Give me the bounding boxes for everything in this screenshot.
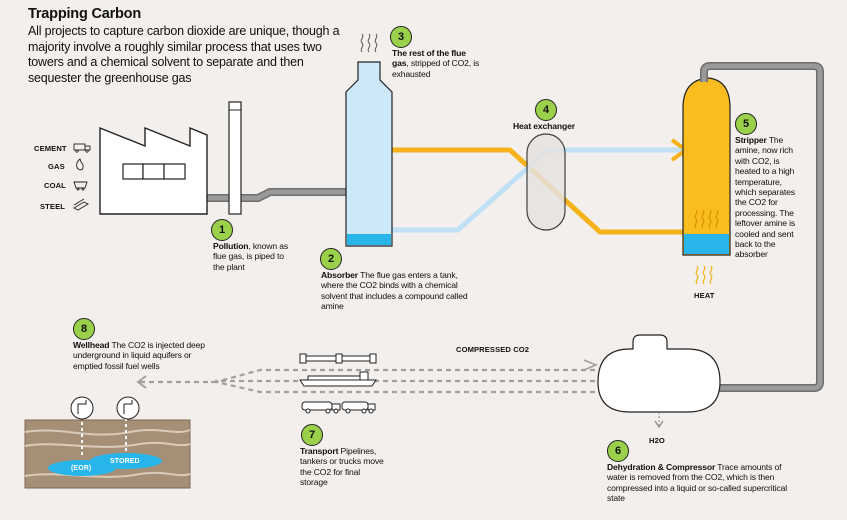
heat-source-icon [695, 265, 713, 285]
source-label-cement: CEMENT [34, 144, 67, 153]
step-3-title: The rest of the flue gas [392, 48, 466, 69]
h2o-label: H2O [649, 436, 665, 445]
step-4-badge: 4 [535, 99, 557, 121]
compressed-co2-label: COMPRESSED CO2 [456, 345, 530, 354]
intro-text: All projects to capture carbon dioxide a… [28, 24, 340, 85]
source-label-steel: STEEL [40, 202, 65, 211]
wellhead-icon [70, 396, 140, 420]
step-7-badge: 7 [301, 424, 323, 446]
step-7-desc: Pipelines, tankers or trucks move the CO… [300, 446, 384, 488]
step-1-desc: , known as flue gas, is piped to the pla… [213, 241, 288, 272]
step-3-badge: 3 [390, 26, 412, 48]
step-3-text: The rest of the flue gas, stripped of CO… [392, 48, 480, 79]
heat-waves-icon [694, 209, 719, 229]
page-title: Trapping Carbon [28, 6, 142, 22]
ground-cross-section [24, 410, 191, 489]
step-8-desc: The CO2 is injected deep underground in … [73, 340, 205, 371]
step-5-title: Stripper [735, 135, 767, 145]
step-1-text: Pollution, known as flue gas, is piped t… [213, 241, 295, 272]
eor-label: (EOR) [71, 465, 92, 472]
step-4-text: Heat exchanger [513, 121, 603, 131]
step-5-desc: The amine, now rich with CO2, is heated … [735, 135, 796, 260]
stored-label: STORED [110, 458, 140, 465]
step-7-title: Transport [300, 446, 339, 456]
absorber-tank [345, 33, 393, 247]
compressor-tank [597, 334, 721, 429]
step-6-desc: Trace amounts of water is removed from t… [607, 462, 788, 504]
truck-mixer-icon [73, 143, 91, 153]
source-label-gas: GAS [48, 162, 65, 171]
step-4-title: Heat exchanger [513, 121, 575, 131]
compressed-arrow [583, 359, 598, 371]
step-2-desc: The flue gas enters a tank, where the CO… [321, 270, 468, 312]
source-label-coal: COAL [44, 181, 66, 190]
step-2-text: Absorber The flue gas enters a tank, whe… [321, 270, 481, 312]
truck-icon [301, 401, 376, 414]
heat-label: HEAT [694, 291, 715, 300]
step-8-text: Wellhead The CO2 is injected deep underg… [73, 340, 208, 371]
transport-lines [140, 368, 595, 394]
step-8-title: Wellhead [73, 340, 110, 350]
step-2-badge: 2 [320, 248, 342, 270]
coal-cart-icon [73, 181, 88, 191]
step-6-text: Dehydration & Compressor Trace amounts o… [607, 462, 797, 504]
step-7-text: Transport Pipelines, tankers or trucks m… [300, 446, 388, 488]
step-1-title: Pollution [213, 241, 249, 251]
step-6-badge: 6 [607, 440, 629, 462]
stripper-tower [682, 77, 731, 285]
step-5-badge: 5 [735, 113, 757, 135]
step-8-badge: 8 [73, 318, 95, 340]
pipeline-icon [299, 353, 377, 364]
step-3-desc: , stripped of CO2, is exhausted [392, 58, 480, 79]
step-6-title: Dehydration & Compressor [607, 462, 716, 472]
tanker-ship-icon [299, 371, 377, 387]
step-1-badge: 1 [211, 219, 233, 241]
step-5-text: Stripper The amine, now rich with CO2, i… [735, 135, 803, 260]
step-2-title: Absorber [321, 270, 359, 280]
heat-exchanger-icon [526, 133, 566, 231]
factory-icon [99, 101, 242, 215]
flame-icon [76, 158, 84, 171]
transport-arrow [136, 375, 147, 389]
steel-beam-icon [73, 198, 89, 211]
